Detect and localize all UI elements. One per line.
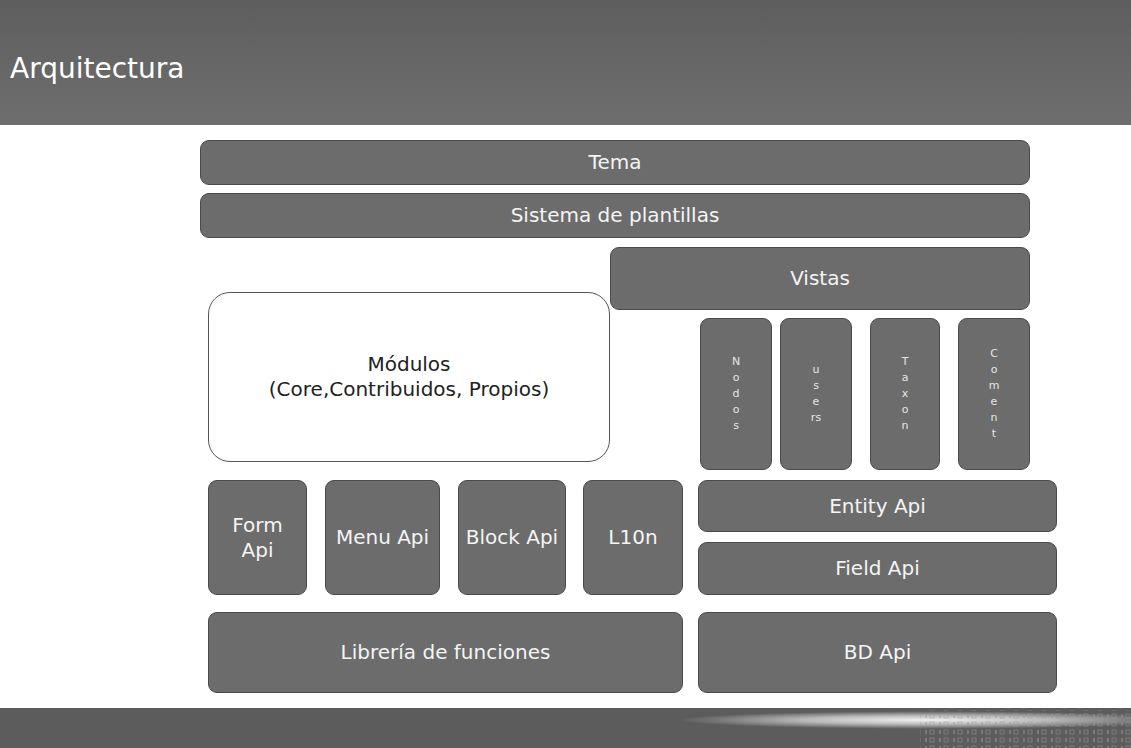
api-box: Form Api (208, 480, 307, 595)
footer-bar (0, 708, 1131, 748)
layer-band: BD Api (698, 612, 1057, 693)
box-label: Block Api (466, 525, 558, 550)
header-bar (0, 0, 1131, 125)
box-label: Módulos (367, 352, 450, 377)
box-label: Librería de funciones (341, 640, 551, 665)
layer-band: Sistema de plantillas (200, 193, 1030, 238)
entity-box: Taxon (870, 318, 940, 470)
vertical-label: Coment (989, 346, 1000, 442)
vertical-label: Nodos (731, 354, 742, 434)
api-box: Menu Api (325, 480, 440, 595)
box-label: Menu Api (336, 525, 429, 550)
entity-box: Coment (958, 318, 1030, 470)
entity-box: users (780, 318, 852, 470)
layer-band: Tema (200, 140, 1030, 185)
box-label: (Core,Contribuidos, Propios) (269, 377, 549, 402)
vertical-label: Taxon (900, 354, 911, 434)
vertical-label: users (811, 362, 822, 426)
layer-band: Entity Api (698, 480, 1057, 532)
layer-band: Librería de funciones (208, 612, 683, 693)
box-label: Tema (589, 150, 642, 175)
layer-band: Field Api (698, 542, 1057, 595)
module-box: Módulos(Core,Contribuidos, Propios) (208, 292, 610, 462)
box-label: Sistema de plantillas (511, 203, 720, 228)
api-box: L10n (583, 480, 683, 595)
footer-texture (920, 710, 1131, 748)
box-label: Vistas (790, 266, 850, 291)
entity-box: Nodos (700, 318, 772, 470)
api-box: Block Api (458, 480, 566, 595)
box-label: L10n (608, 525, 657, 550)
slide-title: Arquitectura (10, 52, 184, 85)
box-label: Form Api (215, 513, 300, 563)
layer-band: Vistas (610, 247, 1030, 310)
box-label: Field Api (835, 556, 919, 581)
box-label: BD Api (844, 640, 911, 665)
box-label: Entity Api (829, 494, 926, 519)
